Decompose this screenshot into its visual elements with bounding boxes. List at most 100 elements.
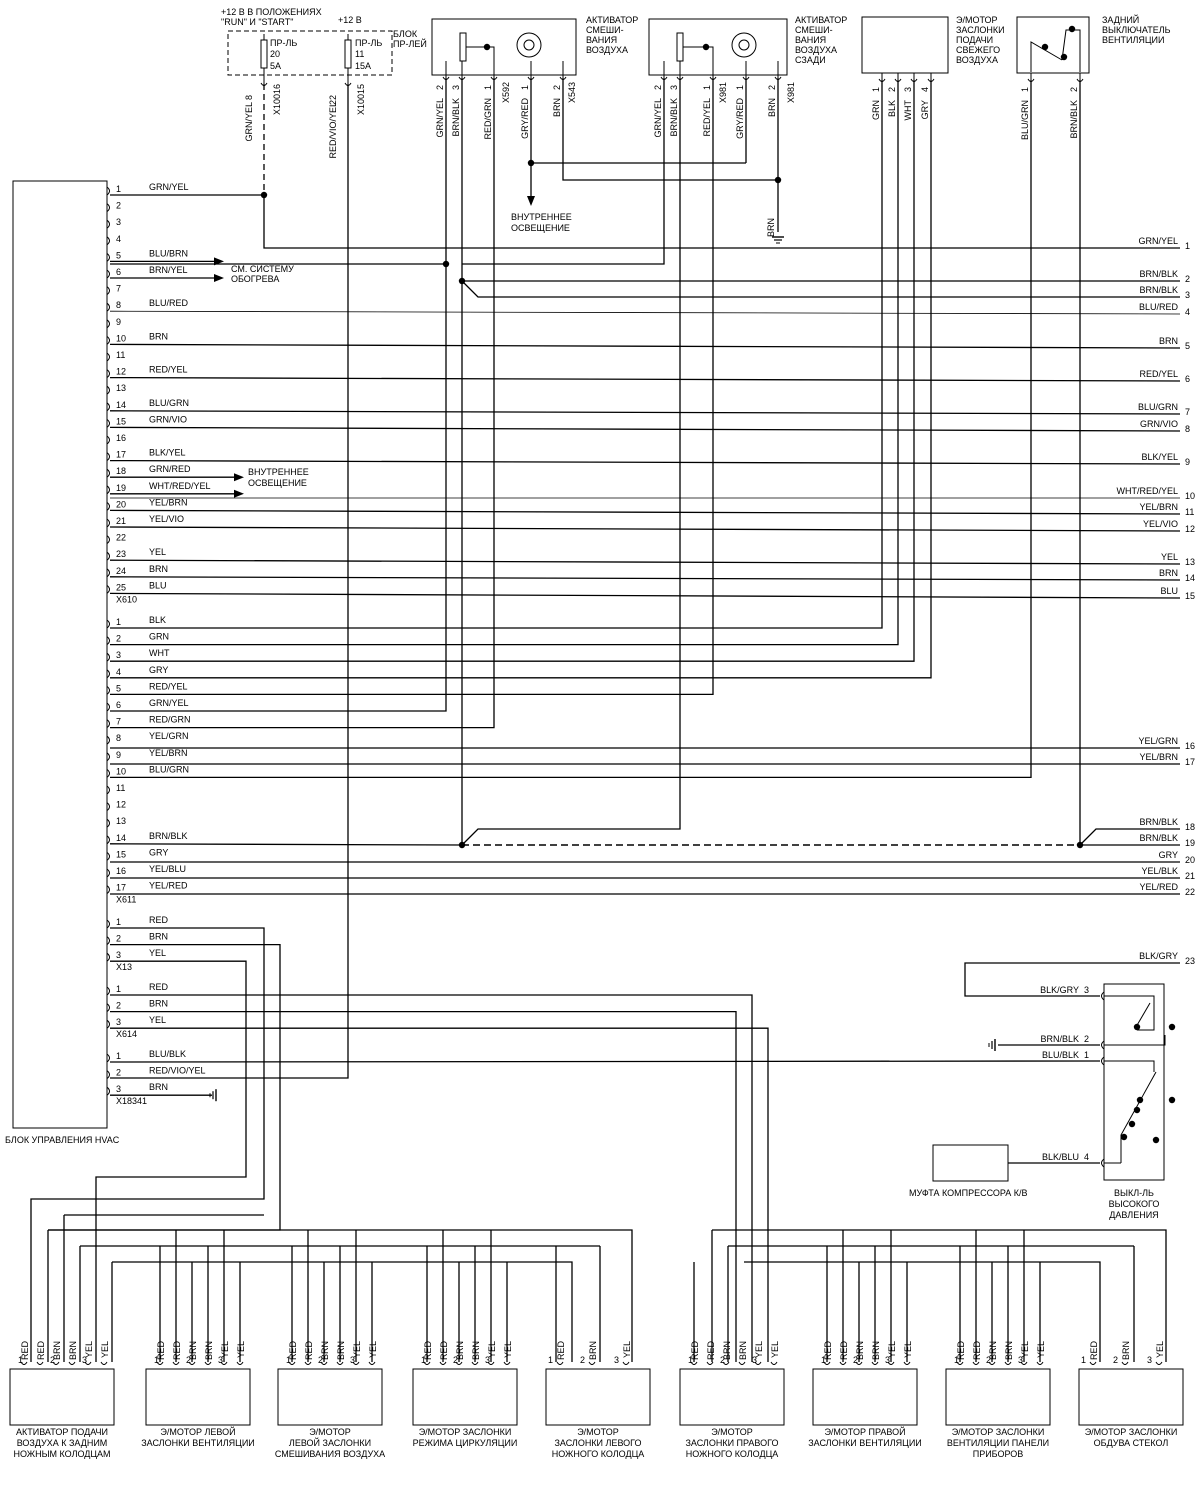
blend-actuator-label: СМЕШИ- (586, 25, 624, 35)
wire-color-label: YEL (770, 1341, 780, 1358)
pin-number: 1 (116, 917, 121, 927)
splice-dot (483, 43, 491, 51)
wire-color-label: RED (172, 1341, 182, 1361)
module-terminal (106, 868, 110, 878)
pin-label: 1 (1020, 87, 1030, 92)
ref-wire-label: YEL/RED (1139, 882, 1178, 892)
pin-number: 1 (154, 1355, 159, 1365)
wire-x610-17 (109, 459, 1181, 465)
pin-number: 24 (116, 566, 126, 576)
wire-color-label: WHT (903, 100, 913, 121)
switch-pivot (1041, 43, 1049, 51)
connector-terminal (1020, 1361, 1028, 1365)
wire-color-label: RED (304, 1341, 314, 1361)
pin-number: 3 (1018, 1355, 1023, 1365)
module-terminal (106, 669, 110, 679)
wire-color-label: YEL (622, 1341, 632, 1358)
wire-color-label: BRN (871, 1341, 881, 1360)
module-terminal (106, 952, 110, 962)
wire-color-label: RED (823, 1341, 833, 1361)
recirc-motor-label: Э/МОТОР ЗАСЛОНКИ (419, 1427, 512, 1437)
wire-color-label: YEL (236, 1341, 246, 1358)
wire-color-label: RED (423, 1341, 433, 1361)
pin-number: 1 (1084, 1050, 1089, 1060)
wire-color-label: BRN (855, 1341, 865, 1360)
fuse-11-number: 11 (355, 49, 364, 59)
wire-color-label: RED (149, 915, 169, 925)
pin-number: 2 (720, 1355, 725, 1365)
module-terminal (106, 1070, 110, 1079)
fuse-20-number: 20 (270, 49, 280, 59)
pin-number: 2 (186, 1355, 191, 1365)
module-terminal (106, 518, 110, 528)
fuse-box (227, 30, 393, 76)
pin-number: 21 (116, 516, 126, 526)
rear-vent-switch-box (1016, 16, 1090, 74)
switch-pivot (1152, 1136, 1160, 1144)
fuse-20-label: ПР-ЛЬ (270, 38, 297, 48)
connector-id: X614 (116, 1029, 137, 1039)
pin-number: 2 (116, 934, 121, 944)
switch-contact (1061, 29, 1081, 72)
ref-wire-label: BRN/BLK (1139, 833, 1178, 843)
power-label-run-start: +12 В В ПОЛОЖЕНИЯХ (221, 7, 322, 17)
wire-grn-yel-out (263, 195, 1180, 249)
module-terminal (106, 352, 110, 362)
lamp-icon (516, 32, 542, 58)
wire-x610-8 (109, 310, 1181, 315)
wire-color-label: RED (156, 1341, 166, 1361)
wire-right-bus-3 (744, 1261, 1101, 1362)
left-vent-motor-box (145, 1368, 251, 1426)
wire-color-label: BRN (149, 999, 168, 1009)
rear-footwell-actuator-label: НОЖНЫМ КОЛОДЦАМ (13, 1449, 110, 1459)
wire-color-label: YEL (903, 1341, 913, 1358)
module-terminal (106, 802, 110, 811)
fresh-air-motor-label: Э/МОТОР (956, 15, 998, 25)
pin-number: 11 (116, 350, 125, 360)
module-terminal (106, 551, 110, 561)
connector-terminal (556, 1361, 564, 1365)
connector-terminal (156, 1361, 164, 1365)
pin-number: 7 (116, 284, 121, 294)
connector-id: X10015 (356, 84, 366, 115)
hvac-module-label: БЛОК УПРАВЛЕНИЯ HVAC (5, 1135, 120, 1145)
pressure-switch-terminal (1101, 991, 1105, 1001)
wire-color-label: BRN (738, 1341, 748, 1360)
wire-color-label: WHT/RED/YEL (149, 481, 211, 491)
wire-color-label: YEL (887, 1341, 897, 1358)
connector-terminal (1089, 1361, 1097, 1365)
wire-color-label: YEL (487, 1341, 497, 1358)
connector-terminal (68, 1361, 76, 1365)
rear-blend-actuator-box (648, 18, 788, 76)
pin-number: 13 (116, 383, 126, 393)
ref-number: 11 (1185, 507, 1194, 517)
wire-fresh-gry (110, 80, 932, 679)
ref-number: 13 (1185, 557, 1195, 567)
wire-color-label: YEL (1155, 1341, 1165, 1358)
ref-wire-label: BLU/GRN (1138, 402, 1178, 412)
ref-wire-label: BLU (1160, 586, 1178, 596)
module-terminal (106, 702, 110, 712)
wire-color-label: YEL (503, 1341, 513, 1358)
pin-number: 8 (116, 733, 121, 743)
connector-terminal (956, 1361, 964, 1365)
wire-color-label: GRN/YEL (149, 182, 189, 192)
module-terminal (106, 686, 110, 695)
wire-color-label: YEL/BLU (149, 864, 186, 874)
switch-pivot (1133, 1023, 1141, 1031)
module-terminal (106, 402, 110, 412)
pin-number: 2 (50, 1355, 55, 1365)
wire-color-label: BRN/BLK (669, 98, 679, 137)
wire-rear-grn-yel (462, 78, 665, 265)
ref-wire-label: BRN/BLK (1139, 817, 1178, 827)
pin-number: 1 (286, 1355, 291, 1365)
ref-number: 5 (1185, 341, 1190, 351)
pin-label: 4 (920, 87, 930, 92)
wire-color-label: BRN (188, 1341, 198, 1360)
connector-terminal (204, 1361, 212, 1365)
ref-wire-label: WHT/RED/YEL (1116, 486, 1178, 496)
right-vent-motor-box (812, 1368, 918, 1426)
heating-note: ОБОГРЕВА (231, 274, 279, 284)
relay-block-label: ПР-ЛЕЙ (393, 38, 427, 49)
